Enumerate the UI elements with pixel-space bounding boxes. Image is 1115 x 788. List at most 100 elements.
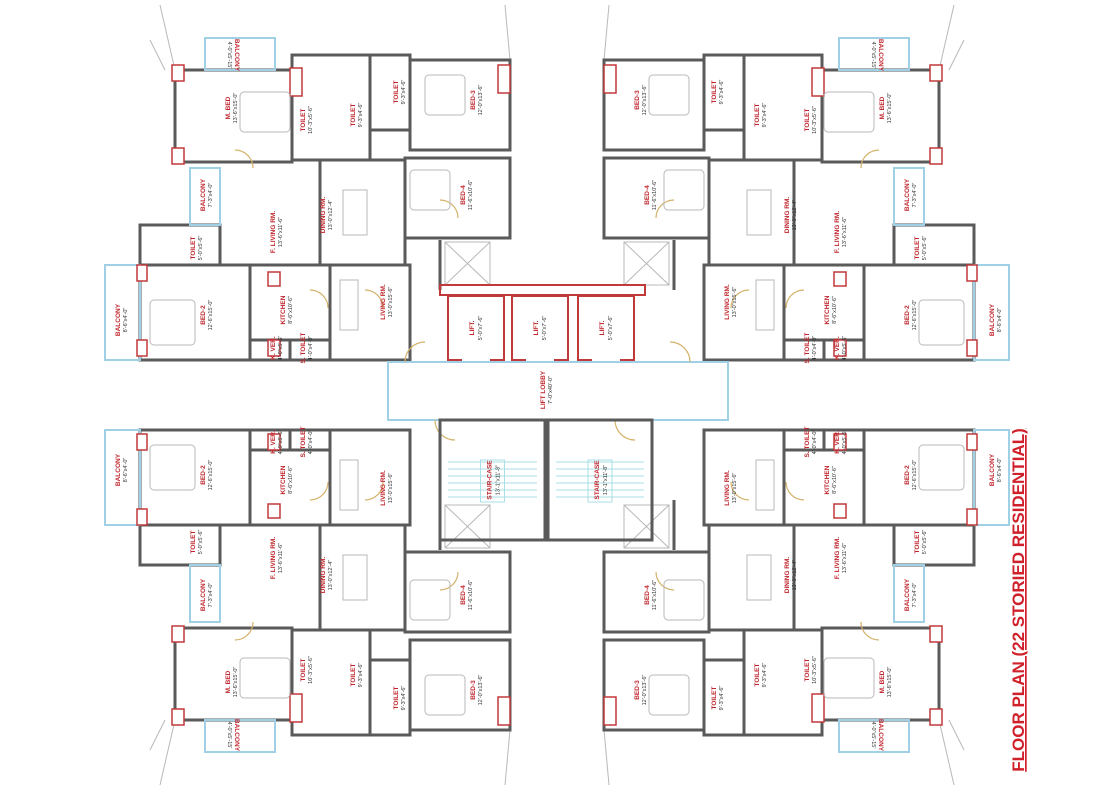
room-name: TOILET: [350, 663, 357, 686]
door-swing: [309, 289, 329, 309]
bed-icon: [663, 579, 705, 621]
room-name: S. TOILET: [804, 427, 811, 458]
column: [929, 625, 943, 643]
lift-label: LIFT.: [469, 320, 476, 335]
room-dimension: 4'-0"x4'-0": [812, 336, 818, 361]
shaft-icon: [623, 504, 670, 549]
stair-label-box: [587, 459, 613, 503]
column: [929, 64, 943, 82]
room-wall: [408, 58, 512, 152]
door-swing: [785, 481, 805, 501]
bed-icon: [149, 299, 196, 346]
column: [289, 693, 303, 723]
room-name: K. VER.: [834, 336, 841, 360]
unit-top-left: [104, 4, 512, 362]
dining-table-icon: [746, 554, 772, 601]
bed-icon: [663, 169, 705, 211]
room-dimension: 5'-0"x5'-6": [198, 530, 204, 555]
room-wall: [318, 158, 407, 267]
shaft-icon: [623, 241, 670, 286]
room-name: TOILET: [914, 236, 921, 259]
room-dimension: 12'-0"x13'-6": [642, 85, 648, 116]
column: [289, 67, 303, 97]
room-name: BALCONY: [989, 303, 996, 336]
room-dimension: 5'-0"x5'-6": [198, 236, 204, 261]
room-dimension: 7'-3"x4'-0": [912, 183, 918, 208]
column: [171, 708, 185, 726]
room-dimension: 12'-6"x15'-0": [208, 300, 214, 331]
room-dimension: 4'-0"x5'-6": [842, 336, 848, 361]
window-glazing: [204, 37, 276, 71]
room-dimension: 9'-3"x4'-6": [358, 103, 364, 128]
door-swing: [439, 571, 459, 591]
column: [171, 64, 185, 82]
column: [136, 339, 148, 357]
lift-dimension: 5'-0"x7'-6": [478, 316, 484, 341]
building-core: LIFT.5'-0"x7'-6"LIFT.5'-0"x7'-6"LIFT.5'-…: [387, 284, 729, 542]
lift-lintel: [439, 284, 646, 296]
window-glazing: [838, 719, 910, 753]
column: [833, 339, 847, 357]
room-name: TOILET: [190, 236, 197, 259]
bed-icon: [239, 657, 291, 699]
bed-icon: [149, 444, 196, 491]
room-name: BALCONY: [233, 719, 240, 752]
room-dimension: 13'-6"x15'-0": [887, 667, 893, 698]
lift-label: LIFT.: [533, 320, 540, 335]
room-dimension: 4'-0"x4'-0": [308, 430, 314, 455]
bed-icon: [648, 74, 690, 116]
room-name: BALCONY: [200, 178, 207, 211]
staircase-wall: [438, 418, 547, 542]
column: [833, 271, 847, 287]
column: [966, 264, 978, 282]
window-glazing: [204, 719, 276, 753]
room-name: F. LIVING RM.: [270, 211, 277, 253]
room-name: TOILET: [711, 686, 718, 709]
room-dimension: 11'-6"x10'-6": [652, 180, 658, 210]
room-name: TOILET: [350, 103, 357, 126]
room-dimension: 13'-6"x15'-0": [887, 93, 893, 124]
room-name: TOILET: [300, 658, 307, 681]
column: [966, 433, 978, 451]
room-dimension: 5'-0"x5'-6": [922, 236, 928, 261]
column: [267, 433, 281, 451]
column: [497, 64, 511, 94]
room-dimension: 7'-3"x4'-0": [208, 583, 214, 608]
room-name: S. TOILET: [300, 427, 307, 458]
room-name: BALCONY: [877, 39, 884, 72]
bed-icon: [648, 674, 690, 716]
door-swing: [730, 289, 750, 309]
room-dimension: 9'-3"x4'-6": [401, 686, 407, 711]
column: [136, 264, 148, 282]
room-name: TOILET: [754, 103, 761, 126]
column: [603, 696, 617, 726]
staircase-label: STAIR-CASE: [487, 460, 494, 500]
shaft-icon: [444, 504, 491, 549]
room-wall: [892, 523, 976, 567]
door-swing: [730, 481, 750, 501]
window-glazing: [838, 37, 910, 71]
room-dimension: 4'-0"x5'-15': [870, 722, 876, 749]
room-dimension: 8'-6"x4'-0": [123, 458, 129, 483]
stair-label-box: [480, 459, 505, 503]
sofa-icon: [755, 459, 775, 511]
column: [929, 147, 943, 165]
room-name: DINING RM.: [784, 557, 791, 594]
room-name: LIVING RM.: [724, 470, 731, 506]
room-name: KITCHEN: [824, 465, 831, 494]
column: [171, 147, 185, 165]
room-name: BED-4: [460, 185, 467, 205]
room-name: BALCONY: [200, 578, 207, 611]
room-name: DINING RM.: [320, 197, 327, 234]
door-swing: [364, 481, 384, 501]
room-dimension: 12'-6"x15'-0": [208, 460, 214, 491]
room-dimension: 9'-3"x4'-6": [762, 103, 768, 128]
sofa-icon: [339, 459, 359, 511]
room-wall: [602, 58, 706, 152]
dining-table-icon: [342, 554, 368, 601]
room-name: BED-2: [904, 465, 911, 485]
lift-label: LIFT.: [599, 320, 606, 335]
room-dimension: 8'-6"x4'-0": [123, 308, 129, 333]
dining-table-icon: [342, 189, 368, 236]
room-name: K. VER.: [834, 430, 841, 454]
